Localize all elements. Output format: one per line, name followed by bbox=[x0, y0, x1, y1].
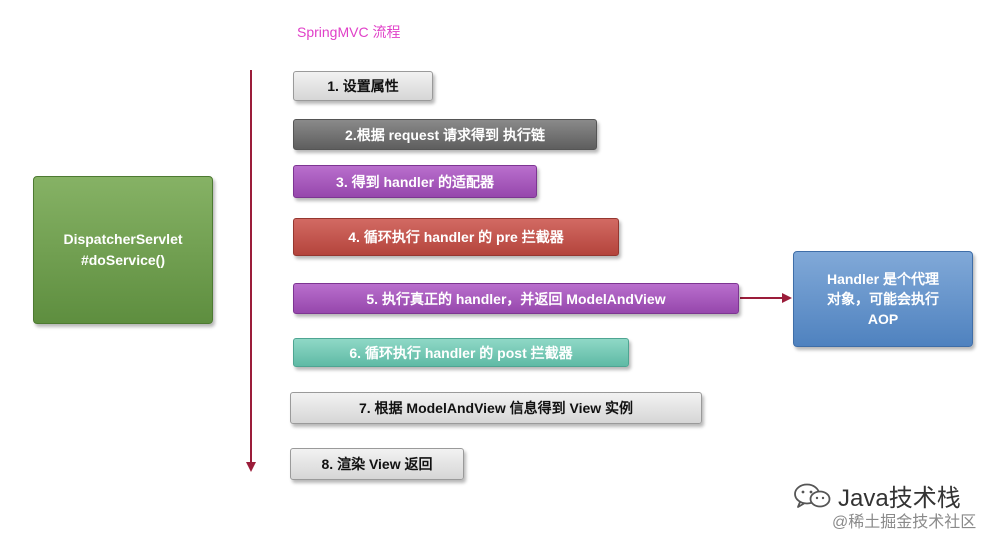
step-6-label: 6. 循环执行 handler 的 post 拦截器 bbox=[349, 344, 573, 361]
step-8-box: 8. 渲染 View 返回 bbox=[290, 448, 464, 480]
servlet-line-2: #doService() bbox=[80, 252, 166, 268]
handler-note-box: Handler 是个代理 对象，可能会执行 AOP bbox=[793, 251, 973, 347]
step-4-box: 4. 循环执行 handler 的 pre 拦截器 bbox=[293, 218, 619, 256]
step-7-box: 7. 根据 ModelAndView 信息得到 View 实例 bbox=[290, 392, 702, 424]
step-6-box: 6. 循环执行 handler 的 post 拦截器 bbox=[293, 338, 629, 367]
servlet-line-1: DispatcherServlet bbox=[63, 231, 183, 247]
step-1-label: 1. 设置属性 bbox=[327, 78, 399, 94]
dispatcher-servlet-box: DispatcherServlet #doService() bbox=[33, 176, 213, 324]
step-4-label: 4. 循环执行 handler 的 pre 拦截器 bbox=[348, 229, 564, 245]
step-5-label: 5. 执行真正的 handler，并返回 ModelAndView bbox=[366, 290, 666, 307]
step-3-box: 3. 得到 handler 的适配器 bbox=[293, 165, 537, 198]
step-2-box: 2.根据 request 请求得到 执行链 bbox=[293, 119, 597, 150]
watermark: @稀土掘金技术社区 bbox=[832, 514, 977, 531]
diagram-title: SpringMVC 流程 bbox=[297, 24, 401, 40]
wechat-icon bbox=[794, 483, 831, 508]
step-7-label: 7. 根据 ModelAndView 信息得到 View 实例 bbox=[358, 400, 634, 416]
wechat-account-name: Java技术栈 bbox=[838, 485, 961, 512]
wechat-account: Java技术栈 bbox=[792, 478, 961, 513]
step-1-box: 1. 设置属性 bbox=[293, 71, 433, 101]
step-8-label: 8. 渲染 View 返回 bbox=[321, 456, 433, 472]
step-3-label: 3. 得到 handler 的适配器 bbox=[336, 173, 494, 190]
handler-note-line-3: AOP bbox=[867, 311, 899, 327]
step-2-label: 2.根据 request 请求得到 执行链 bbox=[345, 126, 545, 143]
step-5-box: 5. 执行真正的 handler，并返回 ModelAndView bbox=[293, 283, 739, 314]
handler-note-line-2: 对象，可能会执行 bbox=[827, 291, 939, 307]
handler-note-line-1: Handler 是个代理 bbox=[826, 271, 939, 287]
